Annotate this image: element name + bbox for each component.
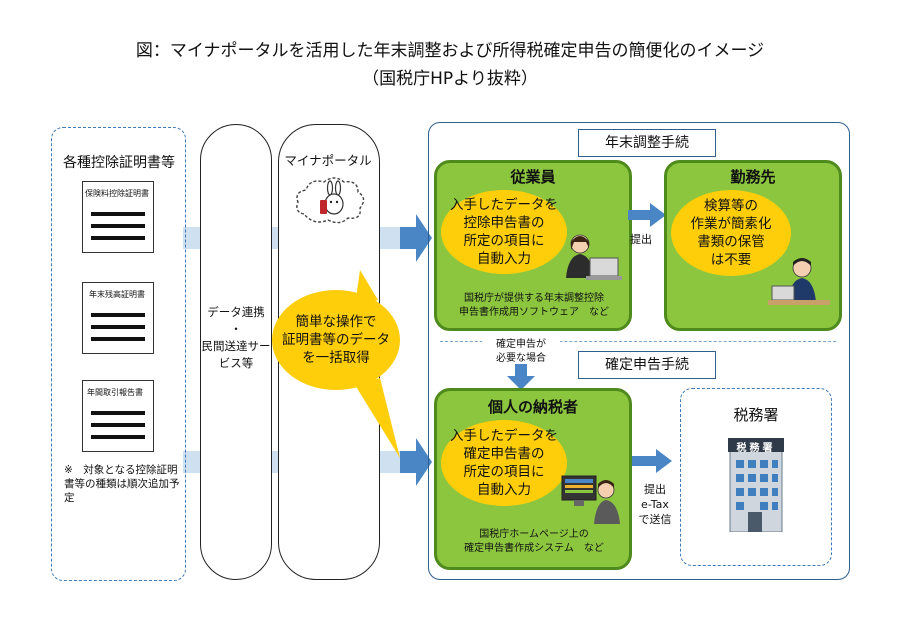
employer-at-desk-icon: [768, 258, 830, 305]
document-label: 年末残高証明書: [89, 290, 145, 299]
transition-line: 必要な場合: [496, 353, 546, 364]
employee-bubble-line: 控除申告書の: [463, 215, 545, 231]
document-label: 年間取引報告書: [87, 388, 143, 397]
employer-bubble: 検算等の 作業が簡素化 書類の保管 は不要: [671, 190, 791, 276]
myna-mascot-icon: [296, 177, 365, 224]
data-linkage-line: データ連携: [207, 305, 265, 319]
tax-office-box: [680, 388, 832, 566]
employer-bubble-line: 書類の保管: [697, 234, 765, 250]
certificates-heading: 各種控除証明書等: [63, 155, 175, 171]
diagram-subtitle: （国税庁HPより抜粋）: [362, 69, 538, 89]
document-annual-transaction-report: 年間取引報告書: [82, 380, 154, 452]
document-year-end-balance: 年末残高証明書: [82, 282, 154, 354]
diagram-title: 図：マイナポータルを活用した年末調整および所得税確定申告の簡便化のイメージ: [135, 41, 765, 61]
data-linkage-pill: [200, 124, 272, 580]
taxpayer-at-computer-icon: [561, 475, 620, 524]
etax-line: e-Tax: [641, 498, 669, 511]
taxpayer-bubble-line: 入手したデータを: [450, 428, 558, 444]
document-text-line: [91, 313, 145, 317]
employee-caption: 国税庁が提供する年末調整控除 申告書作成用ソフトウェア など: [436, 292, 632, 320]
employee-caption-line: 申告書作成用ソフトウェア など: [459, 307, 609, 318]
mynaportal-heading: マイナポータル: [284, 153, 372, 168]
transition-arrow-down: [507, 364, 535, 390]
center-bubble: 簡単な操作で 証明書等のデータ を一括取得: [272, 290, 400, 390]
employer-heading: 勤務先: [730, 168, 776, 186]
taxpayer-bubble: 入手したデータを 確定申告書の 所定の項目に 自動入力: [441, 420, 567, 506]
employee-heading: 従業員: [510, 168, 556, 186]
submit-arrow-tax-office: [632, 449, 672, 473]
document-text-line: [91, 337, 145, 341]
employee-at-laptop-icon: [566, 234, 622, 280]
employee-bubble-line: 所定の項目に: [463, 233, 545, 249]
employee-caption-line: 国税庁が提供する年末調整控除: [464, 293, 604, 304]
center-bubble-line: 簡単な操作で: [295, 314, 377, 330]
tax-office-sign: 税務署: [736, 443, 776, 454]
employee-bubble-line: 自動入力: [477, 251, 531, 267]
taxpayer-caption: 国税庁ホームページ上の 確定申告書作成システム など: [436, 528, 632, 556]
data-linkage-line: 民間送達サービス等: [201, 339, 271, 370]
employee-bubble-line: 入手したデータを: [450, 197, 558, 213]
transition-line: 確定申告が: [496, 339, 546, 350]
final-return-section-label: 確定申告手続: [578, 351, 716, 379]
taxpayer-bubble-line: 所定の項目に: [463, 464, 545, 480]
certificates-note: ※ 対象となる控除証明書等の種類は順次追加予定: [64, 464, 180, 504]
document-text-line: [91, 212, 145, 216]
employer-bubble-line: 検算等の: [704, 198, 758, 214]
tax-office-building-icon: [728, 438, 784, 532]
document-text-line: [91, 435, 145, 439]
tax-office-heading: 税務署: [733, 406, 779, 424]
document-insurance-deduction: 保険料控除証明書: [82, 181, 154, 253]
document-text-line: [91, 411, 145, 415]
taxpayer-bubble-line: 自動入力: [477, 482, 531, 498]
document-text-line: [91, 236, 145, 240]
year-end-section-label: 年末調整手続: [578, 129, 716, 157]
document-text-line: [91, 423, 145, 427]
section-divider: [440, 341, 836, 342]
data-linkage-line: ・: [230, 322, 242, 336]
taxpayer-heading: 個人の納税者: [487, 398, 578, 416]
employer-bubble-line: は不要: [710, 252, 752, 268]
submit-arrow-employer: [628, 203, 666, 227]
taxpayer-caption-line: 確定申告書作成システム など: [464, 543, 604, 554]
arrow-to-taxpayer: [400, 438, 432, 486]
submit-label-employer: 提出: [630, 233, 652, 246]
taxpayer-caption-line: 国税庁ホームページ上の: [479, 529, 589, 540]
certificates-panel: [51, 127, 186, 581]
document-label: 保険料控除証明書: [85, 189, 149, 198]
arrow-to-employee: [400, 214, 432, 262]
document-text-line: [91, 224, 145, 228]
data-linkage-label: データ連携 ・ 民間送達サービス等: [196, 304, 276, 372]
etax-line: で送信: [638, 513, 672, 526]
etax-submit-label: 提出 e-Tax で送信: [632, 482, 678, 527]
document-text-line: [91, 325, 145, 329]
transition-label: 確定申告が 必要な場合: [482, 338, 560, 366]
etax-line: 提出: [644, 483, 666, 496]
taxpayer-bubble-line: 確定申告書の: [463, 446, 545, 462]
procedures-panel: [428, 122, 850, 580]
center-bubble-line: を一括取得: [302, 350, 370, 366]
center-bubble-line: 証明書等のデータ: [282, 332, 390, 348]
employer-bubble-line: 作業が簡素化: [690, 216, 772, 232]
employee-bubble: 入手したデータを 控除申告書の 所定の項目に 自動入力: [441, 190, 567, 274]
